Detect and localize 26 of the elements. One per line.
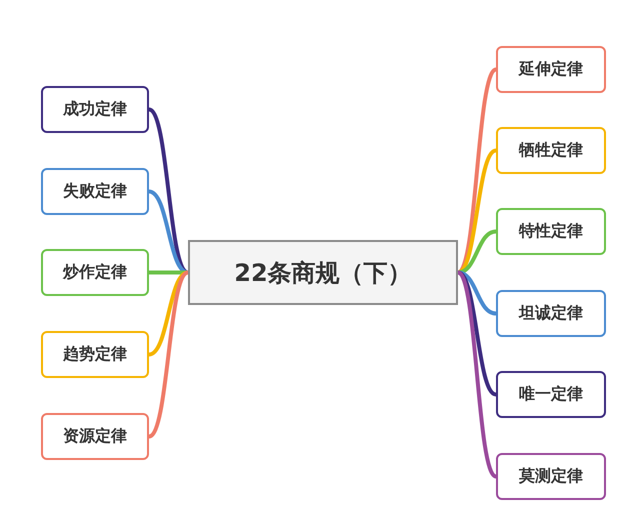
branch-line [456,270,498,478]
topic-text: 牺牲定律 [519,140,583,161]
topic-box [496,208,606,255]
topic-text: 莫测定律 [519,466,583,487]
topic-text: 趋势定律 [63,344,127,365]
topic-box [496,127,606,174]
topic-text: 唯一定律 [519,384,583,405]
topic-text: 炒作定律 [63,262,127,283]
topic-box [41,249,149,296]
topic-text: 资源定律 [63,426,127,447]
central-topic-box [188,240,458,305]
topic-box [496,371,606,418]
topic-text: 特性定律 [519,221,583,242]
topic-box [41,168,149,215]
topic-box [496,453,606,500]
topic-box [41,413,149,460]
topic-box [41,86,149,133]
topic-box [496,290,606,337]
topic-text: 延伸定律 [519,59,583,80]
branch-line [147,270,190,438]
topic-box [41,331,149,378]
topic-text: 成功定律 [63,99,127,120]
topic-text: 坦诚定律 [519,303,583,324]
central-topic-text: 22条商规（下） [234,258,412,288]
topic-text: 失败定律 [63,181,127,202]
topic-box [496,46,606,93]
